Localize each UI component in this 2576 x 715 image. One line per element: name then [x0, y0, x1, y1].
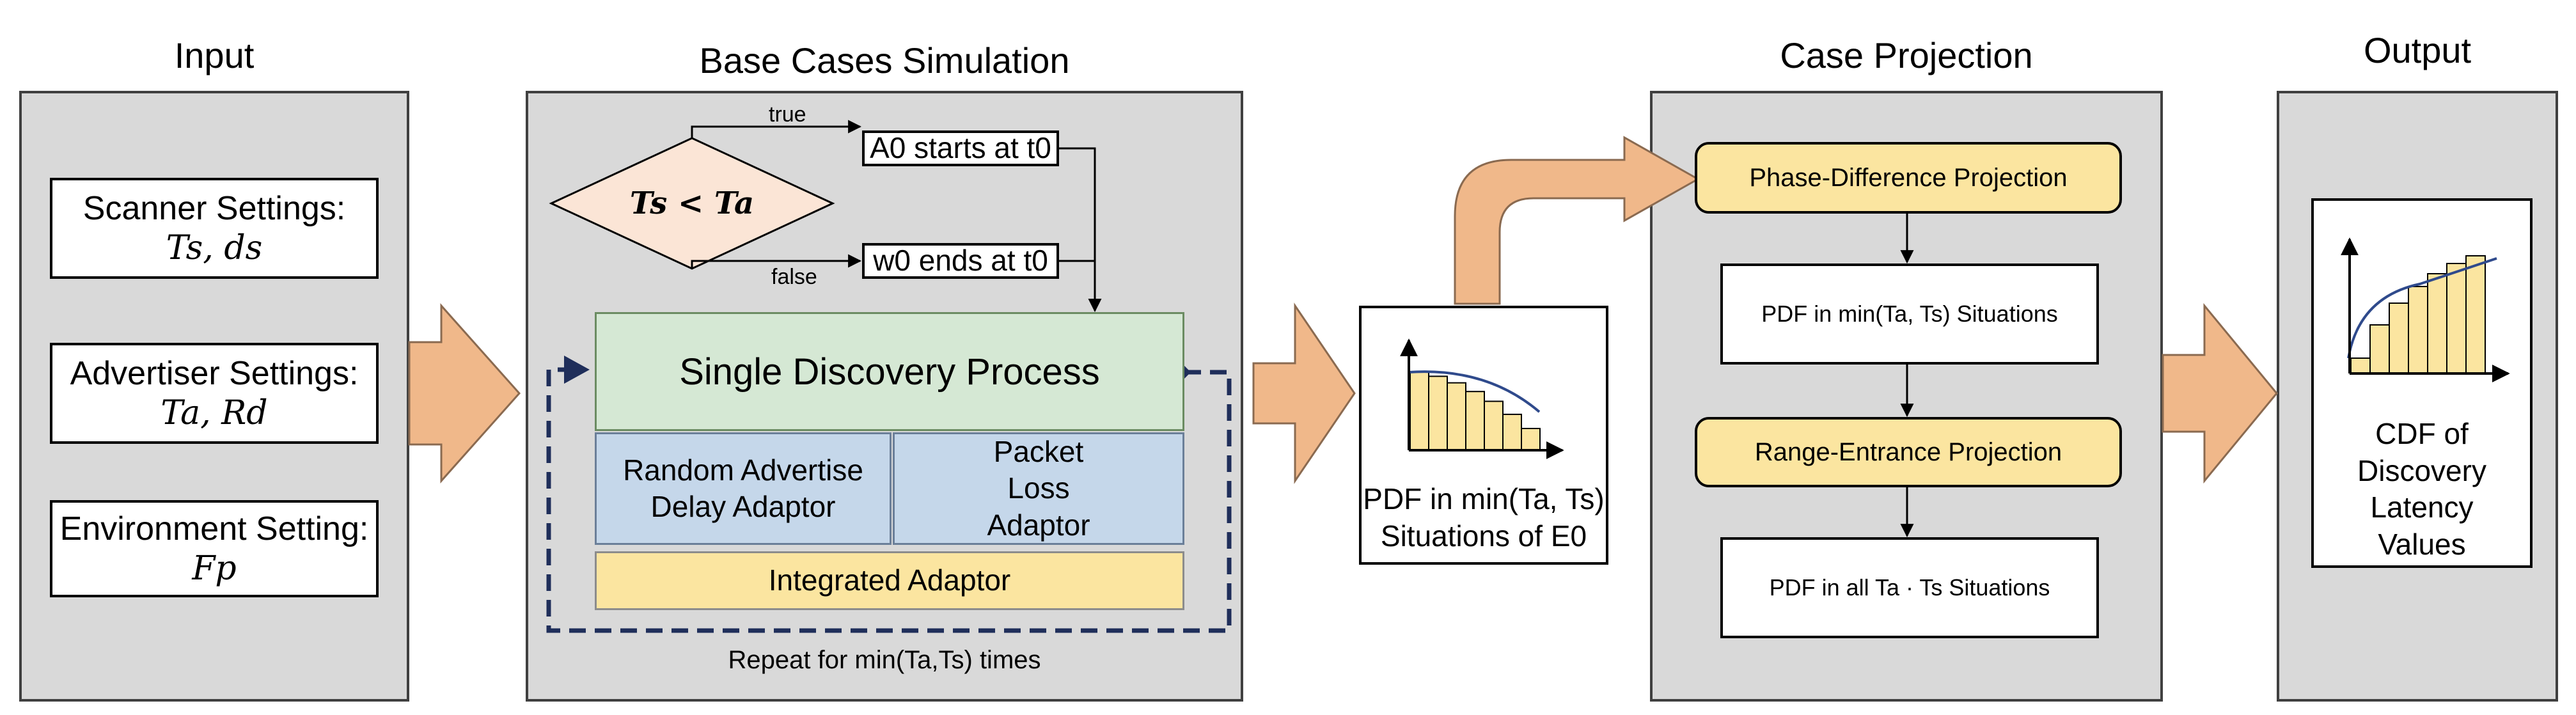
cdf-output-box: CDF of Discovery Latency Values — [2311, 198, 2533, 568]
pdf-e0-bar — [1428, 375, 1448, 451]
cdf-bar — [2389, 302, 2409, 374]
range-entrance-projection-label: Range-Entrance Projection — [1754, 438, 2062, 466]
input-title: Input — [174, 35, 255, 75]
packet-loss-adaptor-box: Packet Loss Adaptor — [893, 432, 1184, 545]
integrated-adaptor-box: Integrated Adaptor — [595, 551, 1184, 610]
phase-difference-projection-box: Phase-Difference Projection — [1695, 142, 2122, 214]
condition-text: Ts < Ta — [629, 185, 755, 221]
single-discovery-process-box: Single Discovery Process — [595, 312, 1184, 431]
pdf-e0-caption-line1: PDF in min(Ta, Ts) — [1363, 482, 1605, 515]
flow-arrow-sim-to-pdf — [1252, 302, 1356, 484]
random-advertise-adaptor-label: Random Advertise Delay Adaptor — [623, 453, 863, 524]
false-result-box: w0 ends at t0 — [862, 243, 1059, 279]
false-connector — [691, 254, 862, 269]
true-result-box: A0 starts at t0 — [862, 130, 1059, 166]
base-simulation-title: Base Cases Simulation — [699, 40, 1070, 81]
true-branch-label: true — [769, 102, 806, 127]
random-advertise-adaptor-box: Random Advertise Delay Adaptor — [595, 432, 891, 545]
cdf-bar — [2465, 255, 2486, 374]
cdf-chart — [2341, 237, 2510, 382]
output-title: Output — [2363, 30, 2472, 70]
flow-arrow-projection-to-output — [2162, 302, 2278, 484]
advertiser-settings-params: Ta, Rd — [161, 394, 268, 432]
repeat-loop-arrowhead — [564, 356, 590, 384]
pdf-e0-caption-line2: Situations of E0 — [1380, 519, 1587, 553]
pdf-e0-bar — [1521, 428, 1541, 451]
cdf-bar — [2369, 324, 2390, 374]
true-result-connector — [1058, 147, 1102, 313]
environment-setting-label: Environment Setting: — [59, 510, 369, 547]
advertiser-settings-box: Advertiser Settings: Ta, Rd — [50, 343, 379, 444]
pdf-e0-chart — [1400, 338, 1564, 459]
flow-arrow-pdf-to-projection — [1454, 136, 1700, 305]
pdf-all-situations-label: PDF in all Ta · Ts Situations — [1769, 574, 2050, 601]
advertiser-settings-label: Advertiser Settings: — [70, 354, 359, 392]
pdf-e0-bar — [1502, 413, 1522, 451]
pdf-e0-box: PDF in min(Ta, Ts) Situations of E0 — [1359, 306, 1608, 565]
integrated-adaptor-label: Integrated Adaptor — [768, 563, 1011, 597]
false-branch-label: false — [771, 265, 817, 289]
environment-setting-box: Environment Setting: Fp — [50, 500, 379, 597]
packet-loss-adaptor-label: Packet Loss Adaptor — [987, 434, 1090, 542]
projection-title: Case Projection — [1780, 35, 2033, 75]
true-connector — [691, 120, 862, 138]
pdf-e0-bar — [1447, 382, 1466, 451]
phase-difference-projection-label: Phase-Difference Projection — [1749, 164, 2068, 192]
single-discovery-process-label: Single Discovery Process — [679, 350, 1100, 393]
repeat-loop — [546, 367, 1232, 633]
pdf-all-situations-box: PDF in all Ta · Ts Situations — [1720, 537, 2099, 638]
cdf-bar — [2446, 263, 2467, 374]
cdf-curve — [2347, 257, 2497, 359]
condition-diamond — [549, 137, 835, 270]
true-result-text: A0 starts at t0 — [870, 131, 1051, 165]
pdf-e0-curve — [1408, 370, 1541, 413]
cdf-caption: CDF of Discovery Latency Values — [2357, 417, 2486, 561]
pdf-e0-bar — [1484, 400, 1504, 451]
pdf-e0-bar — [1410, 371, 1429, 451]
pdf-e0-bar — [1465, 391, 1485, 451]
cdf-bar — [2408, 286, 2428, 374]
cdf-bar — [2350, 358, 2371, 374]
scanner-settings-label: Scanner Settings: — [82, 189, 346, 227]
cdf-bar — [2427, 273, 2447, 374]
scanner-settings-box: Scanner Settings: Ts, ds — [50, 178, 379, 279]
pdf-min-situations-label: PDF in min(Ta, Ts) Situations — [1761, 301, 2058, 327]
flow-arrow-input-to-sim — [408, 303, 521, 483]
environment-setting-params: Fp — [192, 549, 237, 588]
range-entrance-projection-box: Range-Entrance Projection — [1695, 417, 2122, 487]
repeat-note: Repeat for min(Ta,Ts) times — [728, 646, 1041, 674]
pdf-min-situations-box: PDF in min(Ta, Ts) Situations — [1720, 263, 2099, 365]
false-result-text: w0 ends at t0 — [873, 244, 1048, 278]
scanner-settings-params: Ts, ds — [166, 229, 263, 267]
